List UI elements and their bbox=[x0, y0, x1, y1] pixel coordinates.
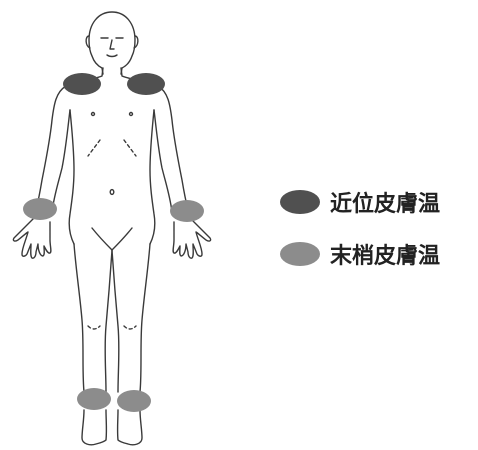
site-left-wrist bbox=[23, 198, 57, 220]
legend-label-proximal: 近位皮膚温 bbox=[330, 186, 440, 218]
left-arm-outline bbox=[36, 86, 70, 212]
knee-left bbox=[88, 326, 100, 329]
rib-line-right bbox=[124, 140, 136, 156]
left-hand bbox=[13, 218, 51, 258]
rib-line-left bbox=[88, 140, 100, 156]
site-right-ankle bbox=[117, 390, 151, 412]
site-left-shoulder bbox=[63, 73, 101, 95]
right-hand bbox=[173, 218, 211, 258]
groin-line bbox=[92, 228, 132, 250]
nipple-left bbox=[92, 113, 95, 116]
left-foot bbox=[82, 410, 106, 445]
site-left-ankle bbox=[77, 388, 111, 410]
right-leg-inner bbox=[112, 250, 119, 392]
right-arm-outline bbox=[154, 86, 188, 212]
right-leg-outer bbox=[140, 244, 150, 392]
torso-right-side bbox=[150, 110, 155, 244]
left-leg-inner bbox=[105, 250, 112, 392]
knee-right bbox=[124, 326, 136, 329]
mouth bbox=[107, 55, 117, 57]
site-right-wrist bbox=[170, 200, 204, 222]
nose bbox=[110, 40, 114, 49]
legend-item-distal: 末梢皮膚温 bbox=[280, 238, 470, 270]
legend-label-distal: 末梢皮膚温 bbox=[330, 238, 440, 270]
site-right-shoulder bbox=[127, 73, 165, 95]
legend-swatch-proximal bbox=[280, 190, 320, 214]
body-outline-strokes bbox=[13, 12, 210, 445]
legend-item-proximal: 近位皮膚温 bbox=[280, 186, 470, 218]
navel bbox=[110, 190, 114, 195]
legend-swatch-distal bbox=[280, 242, 320, 266]
legend: 近位皮膚温 末梢皮膚温 bbox=[280, 186, 470, 290]
left-leg-outer bbox=[74, 244, 84, 392]
torso-left-side bbox=[69, 110, 74, 244]
nipple-right bbox=[130, 113, 133, 116]
right-foot bbox=[118, 410, 142, 445]
